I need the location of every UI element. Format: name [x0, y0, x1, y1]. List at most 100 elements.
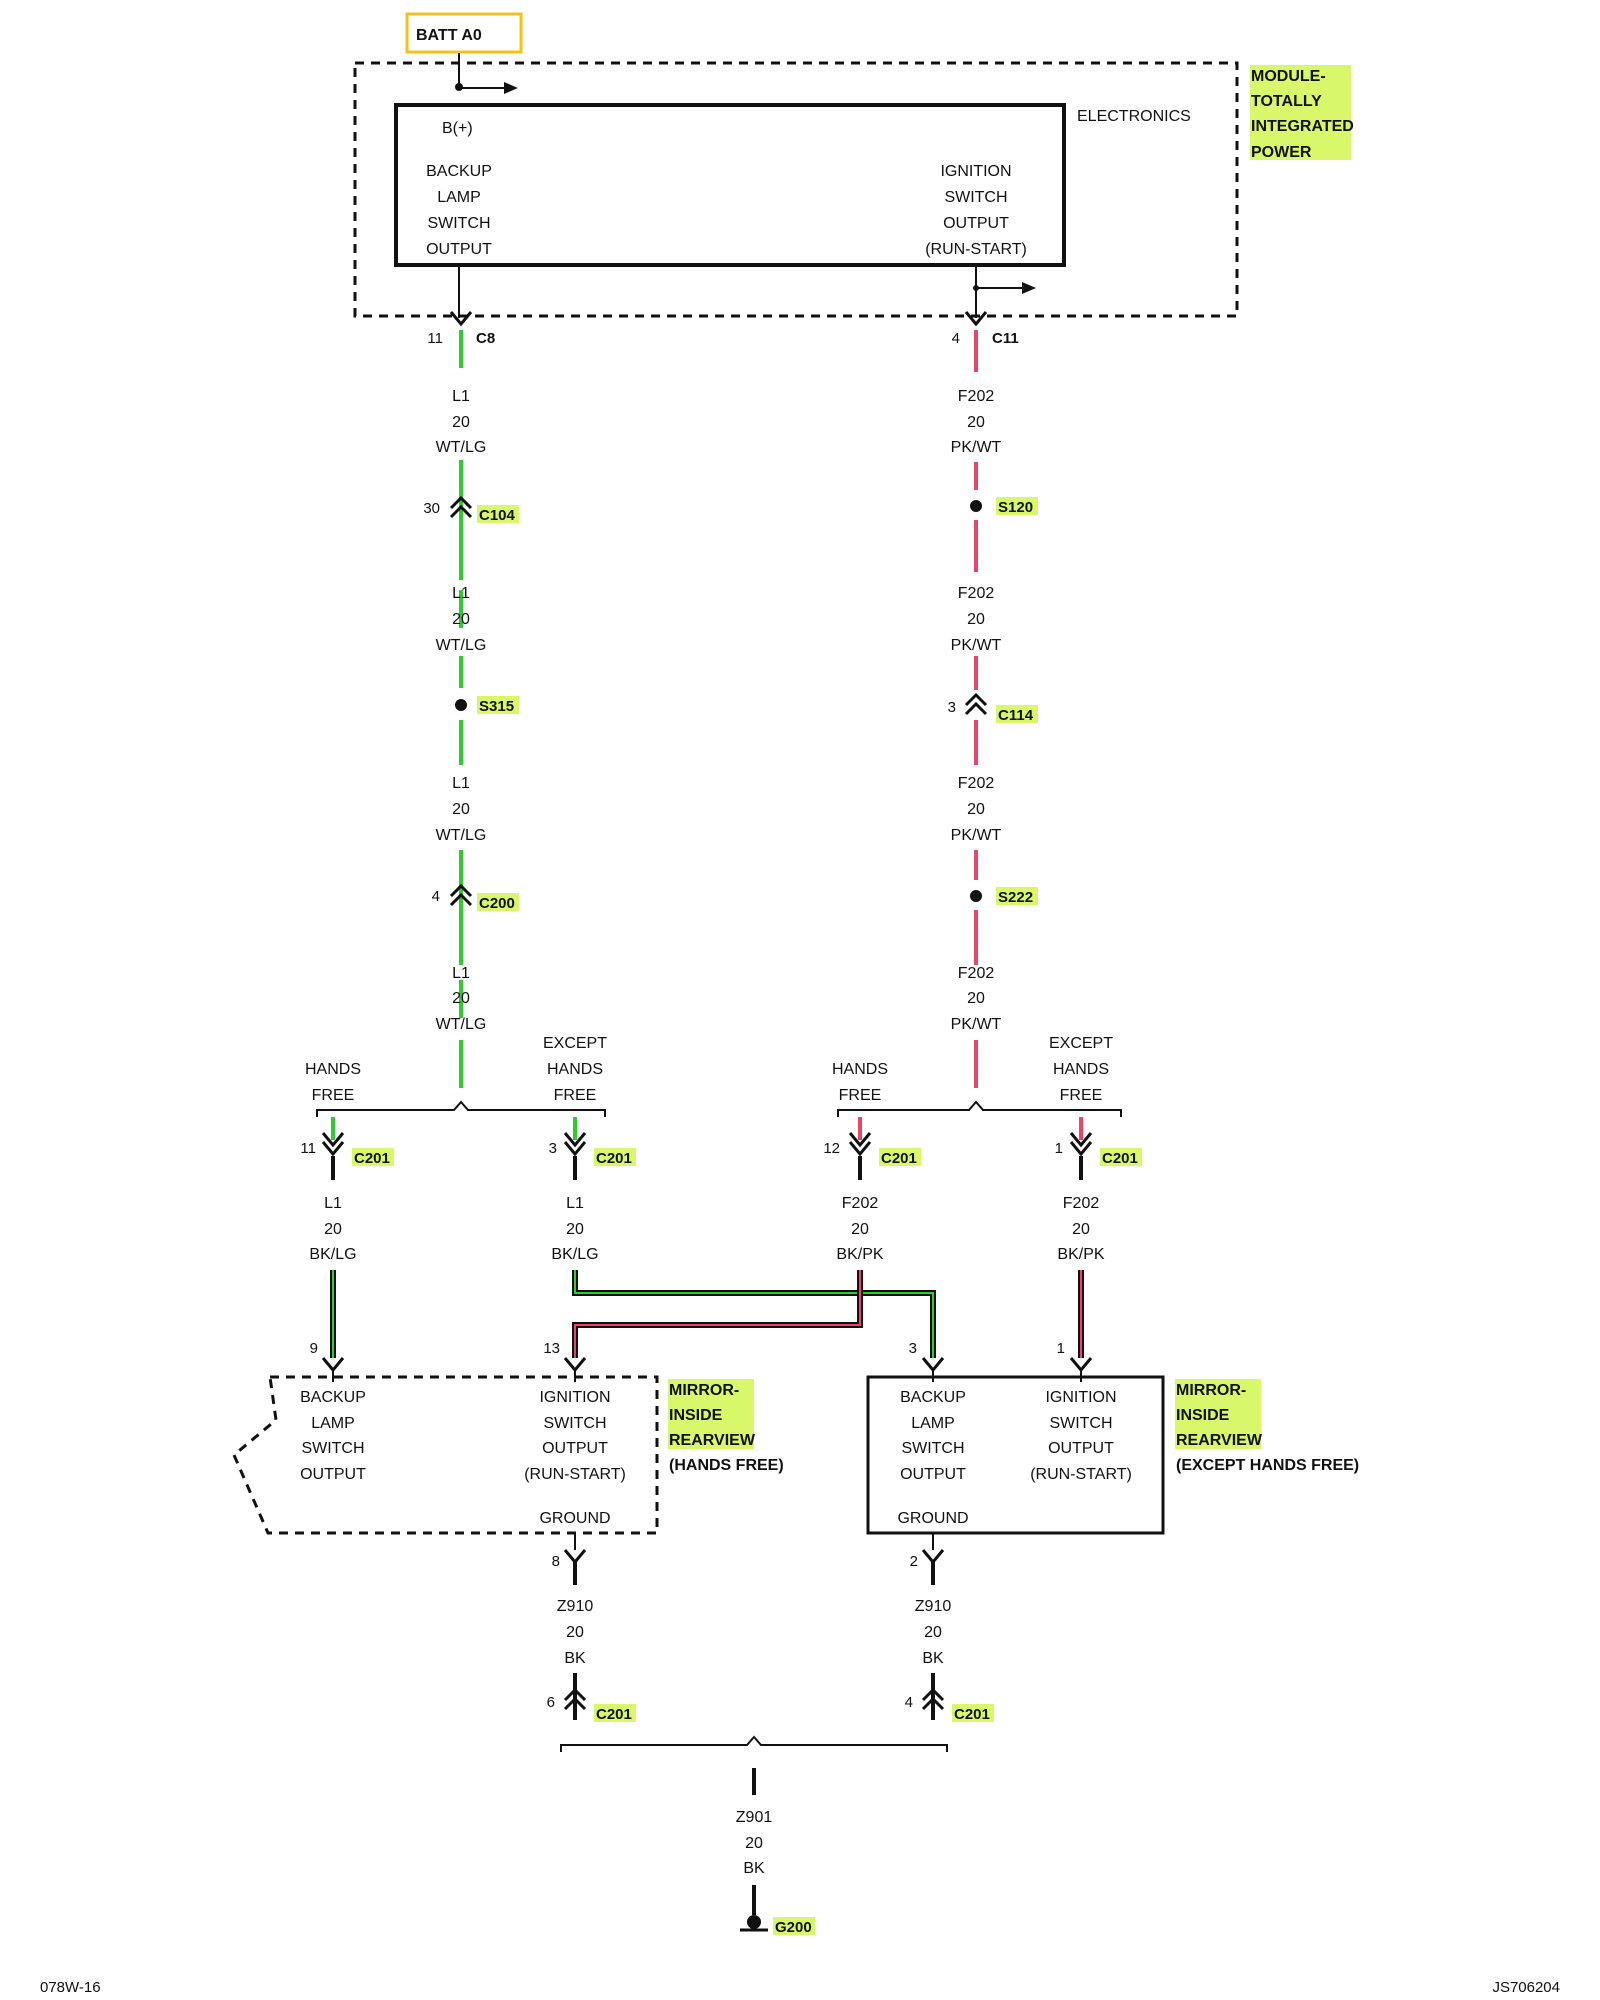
svg-text:PK/WT: PK/WT	[951, 827, 1002, 844]
svg-text:HANDS: HANDS	[832, 1061, 888, 1078]
svg-text:OUTPUT: OUTPUT	[900, 1466, 966, 1483]
svg-text:BACKUP: BACKUP	[900, 1389, 966, 1406]
svg-text:SWITCH: SWITCH	[901, 1440, 964, 1457]
svg-text:1: 1	[1055, 1140, 1063, 1157]
svg-text:BK: BK	[922, 1650, 944, 1667]
svg-text:L1: L1	[452, 775, 470, 792]
svg-text:OUTPUT: OUTPUT	[542, 1440, 608, 1457]
connector-c201-pin6	[563, 1687, 587, 1711]
svg-text:11: 11	[300, 1140, 316, 1157]
svg-text:LAMP: LAMP	[437, 189, 481, 206]
svg-text:3: 3	[909, 1340, 917, 1357]
wire-label-l1-wt-lg-3: L1 20 WT/LG	[436, 775, 487, 844]
svg-text:20: 20	[924, 1624, 942, 1641]
svg-text:FREE: FREE	[839, 1087, 882, 1104]
svg-text:13: 13	[543, 1340, 560, 1357]
svg-text:6: 6	[547, 1694, 555, 1711]
svg-text:FREE: FREE	[1060, 1087, 1103, 1104]
svg-text:FREE: FREE	[554, 1087, 597, 1104]
svg-text:BK: BK	[564, 1650, 586, 1667]
svg-text:L1: L1	[452, 585, 470, 602]
wire-label-l1-wt-lg-4: L1 20 WT/LG	[436, 965, 487, 1033]
pdm-electronics-box	[394, 103, 1066, 267]
svg-text:9: 9	[310, 1340, 318, 1357]
pdm-electronics-label: ELECTRONICS	[1077, 108, 1191, 125]
pdm-backup-output-label: BACKUP LAMP SWITCH OUTPUT	[426, 163, 492, 258]
svg-text:SWITCH: SWITCH	[543, 1415, 606, 1432]
connector-c200-pin: 4	[432, 888, 440, 905]
ground-merge-bracket	[560, 1735, 948, 1752]
batt-label: BATT A0	[416, 27, 482, 44]
svg-text:F202: F202	[958, 775, 995, 792]
mirror-ehf-ground-label: GROUND	[897, 1510, 968, 1527]
svg-text:20: 20	[452, 414, 470, 431]
svg-text:BACKUP: BACKUP	[426, 163, 492, 180]
splice-s120-name: S120	[998, 499, 1033, 516]
svg-text:BK/PK: BK/PK	[1057, 1246, 1104, 1263]
connector-c201-pin11	[321, 1132, 345, 1157]
svg-text:INTEGRATED: INTEGRATED	[1251, 118, 1354, 135]
svg-text:BK: BK	[743, 1860, 765, 1877]
wire-label-f202-bk-pk-left: F202 20 BK/PK	[836, 1195, 883, 1263]
svg-text:OUTPUT: OUTPUT	[943, 215, 1009, 232]
option-hands-free-right: HANDS FREE	[832, 1061, 888, 1104]
pdm-bplus-label: B(+)	[442, 120, 473, 137]
svg-text:OUTPUT: OUTPUT	[300, 1466, 366, 1483]
ground-g200-name: G200	[775, 1919, 812, 1936]
svg-text:OUTPUT: OUTPUT	[426, 241, 492, 258]
splice-s222-name: S222	[998, 889, 1033, 906]
svg-text:20: 20	[851, 1221, 869, 1238]
splice-s315	[455, 699, 467, 711]
svg-text:20: 20	[967, 611, 985, 628]
svg-text:PK/WT: PK/WT	[951, 1016, 1002, 1033]
mirror-ehf-backup-label: BACKUP LAMP SWITCH OUTPUT	[900, 1389, 966, 1483]
mirror-hf-pin13-connector	[563, 1357, 587, 1373]
svg-text:REARVIEW: REARVIEW	[669, 1432, 756, 1449]
connector-c201-name-5: C201	[596, 1706, 632, 1723]
svg-text:(RUN-START): (RUN-START)	[1030, 1466, 1132, 1483]
svg-text:HANDS: HANDS	[547, 1061, 603, 1078]
svg-text:WT/LG: WT/LG	[436, 637, 487, 654]
svg-text:BK/PK: BK/PK	[836, 1246, 883, 1263]
mirror-hf-pin9-connector	[321, 1357, 345, 1373]
mirror-ehf-title: MIRROR- INSIDE REARVIEW (EXCEPT HANDS FR…	[1176, 1382, 1359, 1474]
svg-text:MIRROR-: MIRROR-	[1176, 1382, 1246, 1399]
svg-text:INSIDE: INSIDE	[669, 1407, 723, 1424]
wire-label-z901: Z901 20 BK	[736, 1809, 773, 1877]
ground-g200-symbol	[740, 1915, 768, 1932]
svg-text:HANDS: HANDS	[1053, 1061, 1109, 1078]
svg-text:(RUN-START): (RUN-START)	[524, 1466, 626, 1483]
pdm-title: MODULE- TOTALLY INTEGRATED POWER	[1251, 68, 1354, 161]
batt-label-box	[405, 12, 523, 54]
svg-text:SWITCH: SWITCH	[427, 215, 490, 232]
svg-text:(EXCEPT HANDS FREE): (EXCEPT HANDS FREE)	[1176, 1457, 1359, 1474]
svg-text:LAMP: LAMP	[911, 1415, 955, 1432]
svg-text:Z901: Z901	[736, 1809, 773, 1826]
right-option-bracket	[837, 1100, 1122, 1117]
svg-text:SWITCH: SWITCH	[301, 1440, 364, 1457]
svg-text:20: 20	[1072, 1221, 1090, 1238]
svg-text:20: 20	[967, 801, 985, 818]
svg-text:MIRROR-: MIRROR-	[669, 1382, 739, 1399]
svg-text:BACKUP: BACKUP	[300, 1389, 366, 1406]
connector-c104-name: C104	[479, 507, 516, 524]
svg-text:Z910: Z910	[557, 1598, 594, 1615]
option-except-hands-free-left: EXCEPT HANDS FREE	[543, 1035, 607, 1104]
connector-c8	[449, 311, 473, 327]
connector-c8-pin: 11	[427, 330, 443, 347]
svg-text:20: 20	[452, 801, 470, 818]
mirror-ehf-pin2-connector	[921, 1549, 945, 1565]
wire-l1-bk-lg-to-mirror-ehf	[572, 1270, 936, 1358]
svg-text:IGNITION: IGNITION	[940, 163, 1011, 180]
wire-label-l1-bk-lg-right: L1 20 BK/LG	[551, 1195, 598, 1263]
connector-c114-name: C114	[998, 707, 1034, 724]
svg-text:INSIDE: INSIDE	[1176, 1407, 1230, 1424]
wire-label-l1-wt-lg-1: L1 20 WT/LG	[436, 388, 487, 456]
wire-label-f202-pk-wt-1: F202 20 PK/WT	[951, 388, 1002, 456]
svg-text:F202: F202	[958, 388, 995, 405]
mirror-ehf-pin3-connector	[921, 1357, 945, 1373]
svg-text:TOTALLY: TOTALLY	[1251, 93, 1322, 110]
footer-left-code: 078W-16	[40, 1979, 101, 1996]
pdm-module-outline	[353, 61, 1239, 318]
svg-text:F202: F202	[958, 585, 995, 602]
